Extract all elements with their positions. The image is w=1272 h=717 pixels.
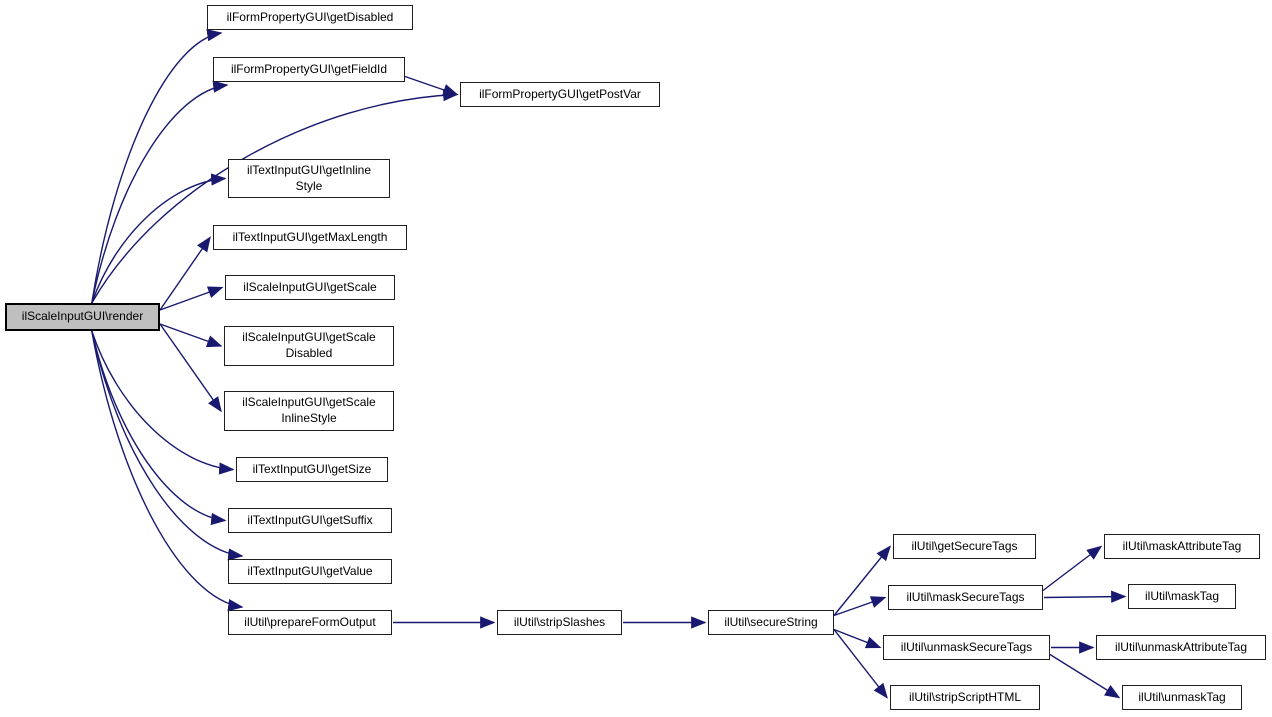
graph-node-getInlineStyle[interactable]: ilTextInputGUI\getInline Style: [228, 159, 390, 198]
graph-node-label: ilUtil\maskTag: [1144, 588, 1219, 603]
graph-node-label: ilScaleInputGUI\getScale InlineStyle: [242, 395, 376, 425]
graph-node-label: ilUtil\maskSecureTags: [906, 589, 1025, 604]
edge-render-to-getInlineStyle: [91, 173, 227, 304]
graph-node-label: ilUtil\unmaskTag: [1138, 689, 1226, 704]
edge-maskSecureTags-to-maskAttributeTag: [1042, 545, 1103, 592]
edge-maskSecureTags-to-maskTag: [1043, 590, 1127, 603]
graph-node-getScaleInlineStyle[interactable]: ilScaleInputGUI\getScale InlineStyle: [224, 391, 394, 431]
graph-node-getFieldId[interactable]: ilFormPropertyGUI\getFieldId: [213, 57, 405, 82]
graph-node-getScaleDisabled[interactable]: ilScaleInputGUI\getScale Disabled: [224, 326, 394, 366]
edge-secureString-to-getSecureTags: [833, 545, 891, 616]
graph-node-label: ilUtil\getSecureTags: [911, 538, 1018, 553]
graph-node-label: ilTextInputGUI\getMaxLength: [232, 229, 388, 244]
graph-node-getValue[interactable]: ilTextInputGUI\getValue: [228, 559, 392, 584]
graph-node-label: ilUtil\stripSlashes: [513, 614, 606, 629]
graph-node-getSuffix[interactable]: ilTextInputGUI\getSuffix: [228, 508, 392, 533]
graph-node-maskAttributeTag[interactable]: ilUtil\maskAttributeTag: [1104, 534, 1260, 559]
edge-render-to-getScaleInlineStyle: [159, 323, 222, 413]
edge-render-to-getDisabled: [91, 29, 223, 304]
graph-node-maskTag[interactable]: ilUtil\maskTag: [1128, 584, 1236, 609]
edge-render-to-getMaxLength: [159, 236, 211, 311]
graph-node-label: ilFormPropertyGUI\getDisabled: [226, 9, 394, 24]
graph-node-label: ilUtil\prepareFormOutput: [244, 614, 376, 629]
graph-node-render[interactable]: ilScaleInputGUI\render: [5, 303, 160, 331]
edge-render-to-getScale: [159, 286, 224, 311]
graph-node-label: ilUtil\unmaskAttributeTag: [1114, 639, 1248, 654]
graph-node-label: ilScaleInputGUI\render: [21, 309, 144, 324]
graph-node-label: ilTextInputGUI\getSize: [252, 461, 372, 476]
graph-node-unmaskAttributeTag[interactable]: ilUtil\unmaskAttributeTag: [1096, 635, 1266, 660]
graph-node-getPostVar[interactable]: ilFormPropertyGUI\getPostVar: [460, 82, 660, 107]
graph-node-secureString[interactable]: ilUtil\secureString: [708, 610, 834, 635]
graph-node-unmaskTag[interactable]: ilUtil\unmaskTag: [1122, 685, 1242, 710]
graph-node-label: ilFormPropertyGUI\getPostVar: [479, 86, 641, 101]
graph-node-prepareFormOutput[interactable]: ilUtil\prepareFormOutput: [228, 610, 392, 635]
edge-render-to-getSize: [91, 330, 235, 475]
graph-node-label: ilScaleInputGUI\getScale: [243, 279, 377, 294]
edge-render-to-prepareFormOutput: [91, 330, 244, 612]
graph-node-label: ilScaleInputGUI\getScale Disabled: [242, 330, 376, 360]
graph-node-label: ilUtil\stripScriptHTML: [908, 689, 1021, 704]
graph-node-label: ilFormPropertyGUI\getFieldId: [230, 61, 388, 76]
graph-node-label: ilTextInputGUI\getSuffix: [247, 512, 373, 527]
edge-render-to-getScaleDisabled: [159, 323, 223, 348]
edges-group: [91, 29, 1127, 699]
edge-render-to-getValue: [91, 330, 244, 561]
edge-render-to-getPostVar: [91, 88, 459, 304]
edge-render-to-getFieldId: [91, 80, 229, 304]
edge-secureString-to-unmaskSecureTags: [833, 628, 882, 649]
graph-node-label: ilTextInputGUI\getValue: [247, 563, 373, 578]
edge-secureString-to-maskSecureTags: [833, 596, 887, 617]
graph-node-unmaskSecureTags[interactable]: ilUtil\unmaskSecureTags: [883, 635, 1050, 660]
graph-node-label: ilUtil\unmaskSecureTags: [900, 639, 1033, 654]
graph-node-label: ilUtil\maskAttributeTag: [1122, 538, 1242, 553]
graph-node-maskSecureTags[interactable]: ilUtil\maskSecureTags: [888, 585, 1043, 610]
graph-node-label: ilUtil\secureString: [724, 614, 818, 629]
graph-node-label: ilTextInputGUI\getInline Style: [246, 162, 372, 193]
graph-node-getMaxLength[interactable]: ilTextInputGUI\getMaxLength: [213, 225, 407, 250]
graph-node-getScale[interactable]: ilScaleInputGUI\getScale: [225, 275, 395, 300]
graph-node-stripScriptHTML[interactable]: ilUtil\stripScriptHTML: [890, 685, 1040, 710]
graph-node-getDisabled[interactable]: ilFormPropertyGUI\getDisabled: [207, 5, 413, 30]
edge-render-to-getSuffix: [91, 330, 227, 526]
graph-node-getSize[interactable]: ilTextInputGUI\getSize: [236, 457, 388, 482]
graph-node-getSecureTags[interactable]: ilUtil\getSecureTags: [893, 534, 1036, 559]
edge-getFieldId-to-getPostVar: [404, 75, 459, 96]
graph-node-stripSlashes[interactable]: ilUtil\stripSlashes: [497, 610, 622, 635]
edge-unmaskSecureTags-to-unmaskTag: [1049, 653, 1121, 699]
edge-secureString-to-stripScriptHTML: [833, 629, 888, 699]
